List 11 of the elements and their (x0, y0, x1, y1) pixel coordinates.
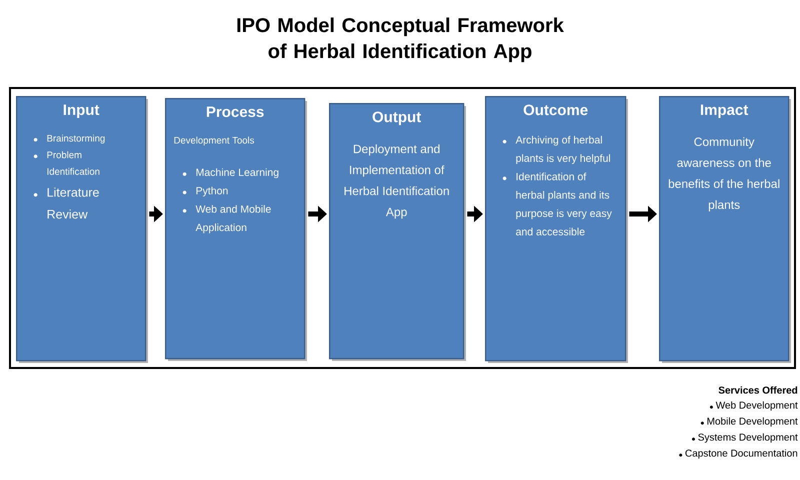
process-box: Output Deployment and Implementation of Herbal Identification App (329, 103, 466, 361)
services-heading: Services Offered (718, 386, 798, 394)
process-box: Process Development Tools Machine Learning Python Web and Mobile Application (165, 98, 307, 361)
service-item: Systems Development (698, 433, 798, 443)
service-item: Capstone Documentation (685, 449, 798, 459)
service-item: Web Development (716, 401, 798, 411)
title: IPO Model Conceptual Framework of Herbal Identification App (237, 18, 564, 62)
process-box: Outcome Archiving of herbal plants is very helpful Identification of herbal plants and its purpose is very easy and accessible (485, 96, 628, 363)
service-item: Mobile Development (707, 417, 798, 427)
process-box: Impact Community awareness on the benefits of the herbal plants (659, 96, 791, 363)
process-box: Input Brainstorming Problem Identification Literature Review (16, 96, 148, 363)
